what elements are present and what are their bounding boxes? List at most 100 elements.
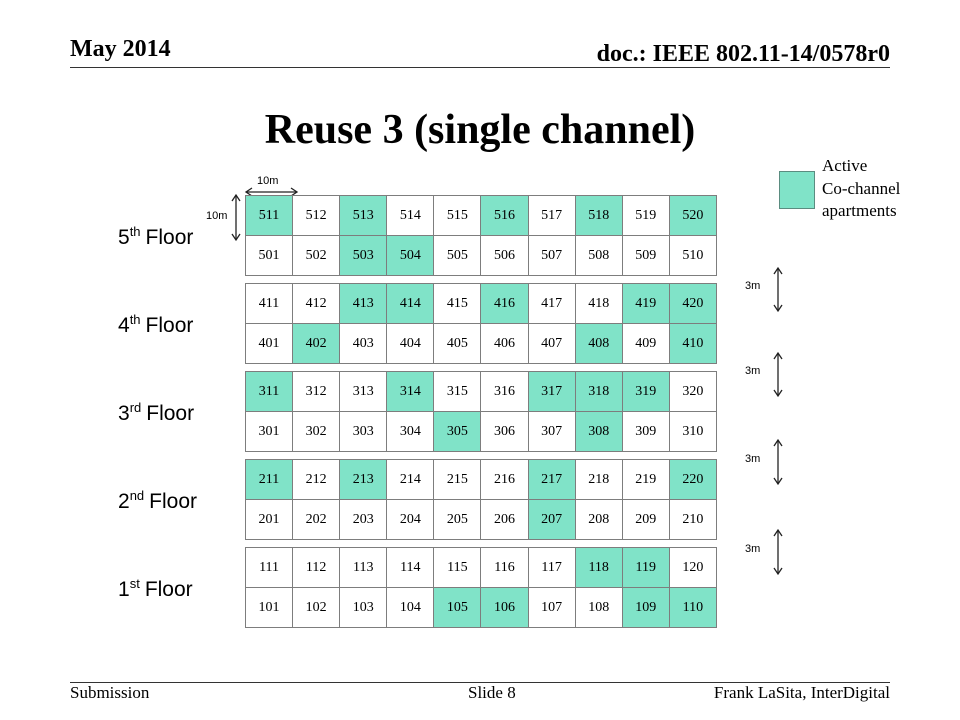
active-apartment-cell: 220 bbox=[668, 459, 718, 500]
apartment-cell: 206 bbox=[480, 499, 529, 540]
floor-label: 4th Floor bbox=[118, 312, 194, 341]
apartment-cell: 501 bbox=[244, 235, 294, 276]
apartment-cell: 405 bbox=[433, 323, 482, 364]
active-apartment-cell: 520 bbox=[668, 195, 718, 236]
apartment-cell: 201 bbox=[244, 499, 294, 540]
arrowhead bbox=[231, 193, 241, 202]
apartment-cell: 304 bbox=[386, 411, 435, 452]
floor-word: Floor bbox=[145, 314, 194, 337]
floor-number: 3 bbox=[118, 402, 130, 425]
floor-height-arrow-icon bbox=[773, 528, 783, 576]
apartment-cell: 214 bbox=[386, 459, 435, 500]
apartment-cell: 303 bbox=[339, 411, 388, 452]
apartment-cell: 107 bbox=[527, 587, 576, 628]
apartment-cell: 114 bbox=[386, 547, 435, 588]
apartment-cell: 407 bbox=[527, 323, 576, 364]
apartment-cell: 505 bbox=[433, 235, 482, 276]
active-apartment-cell: 217 bbox=[527, 459, 576, 500]
active-apartment-cell: 408 bbox=[574, 323, 623, 364]
apartment-cell: 108 bbox=[574, 587, 623, 628]
apartment-cell: 403 bbox=[339, 323, 388, 364]
active-apartment-cell: 414 bbox=[386, 283, 435, 324]
apartment-cell: 113 bbox=[339, 547, 388, 588]
active-apartment-cell: 513 bbox=[339, 195, 388, 236]
apartment-cell: 212 bbox=[292, 459, 341, 500]
floor-ordinal-suffix: rd bbox=[129, 400, 142, 415]
apartment-cell: 218 bbox=[574, 459, 623, 500]
apartment-cell: 103 bbox=[339, 587, 388, 628]
active-apartment-cell: 420 bbox=[668, 283, 718, 324]
active-apartment-cell: 106 bbox=[480, 587, 529, 628]
active-apartment-cell: 213 bbox=[339, 459, 388, 500]
active-apartment-cell: 311 bbox=[244, 371, 294, 412]
legend-line: apartments bbox=[822, 201, 897, 220]
apartment-cell: 401 bbox=[244, 323, 294, 364]
floor-height-label: 3m bbox=[745, 365, 761, 377]
apartment-cell: 406 bbox=[480, 323, 529, 364]
active-apartment-cell: 207 bbox=[527, 499, 576, 540]
apartment-cell: 519 bbox=[621, 195, 670, 236]
header-divider bbox=[70, 67, 890, 68]
apartment-cell: 102 bbox=[292, 587, 341, 628]
floor-ordinal-suffix: th bbox=[129, 312, 141, 327]
active-apartment-cell: 504 bbox=[386, 235, 435, 276]
floor-height-arrow-icon bbox=[773, 351, 783, 398]
arrowhead bbox=[773, 389, 783, 398]
floor-ordinal-suffix: nd bbox=[129, 488, 145, 503]
floor-ordinal-suffix: th bbox=[129, 224, 141, 239]
footer-author: Frank LaSita, InterDigital bbox=[713, 683, 890, 702]
active-apartment-cell: 109 bbox=[621, 587, 670, 628]
apartment-cell: 514 bbox=[386, 195, 435, 236]
active-apartment-cell: 119 bbox=[621, 547, 670, 588]
apartment-cell: 320 bbox=[668, 371, 718, 412]
apartment-cell: 104 bbox=[386, 587, 435, 628]
legend-line: Active bbox=[822, 156, 868, 175]
depth-arrow-icon bbox=[231, 193, 241, 242]
apartment-cell: 203 bbox=[339, 499, 388, 540]
apartment-width-label: 10m bbox=[257, 175, 279, 187]
header-document-id: doc.: IEEE 802.11-14/0578r0 bbox=[596, 41, 890, 67]
apartment-cell: 417 bbox=[527, 283, 576, 324]
floor-height-arrow-icon bbox=[773, 438, 783, 486]
active-apartment-cell: 105 bbox=[433, 587, 482, 628]
apartment-cell: 202 bbox=[292, 499, 341, 540]
apartment-cell: 506 bbox=[480, 235, 529, 276]
apartment-cell: 415 bbox=[433, 283, 482, 324]
apartment-cell: 216 bbox=[480, 459, 529, 500]
active-apartment-cell: 319 bbox=[621, 371, 670, 412]
floor-number: 2 bbox=[118, 490, 130, 513]
active-apartment-cell: 211 bbox=[244, 459, 294, 500]
floor-height-label: 3m bbox=[745, 453, 761, 465]
apartment-cell: 313 bbox=[339, 371, 388, 412]
floor-number: 4 bbox=[118, 314, 130, 337]
apartment-cell: 404 bbox=[386, 323, 435, 364]
apartment-cell: 215 bbox=[433, 459, 482, 500]
active-apartment-cell: 416 bbox=[480, 283, 529, 324]
legend-line: Co-channel bbox=[822, 178, 901, 198]
apartment-cell: 120 bbox=[668, 547, 718, 588]
apartment-cell: 502 bbox=[292, 235, 341, 276]
apartment-cell: 101 bbox=[244, 587, 294, 628]
active-apartment-cell: 318 bbox=[574, 371, 623, 412]
floor-number: 1 bbox=[118, 578, 130, 601]
legend-text: Active Co-channel apartments bbox=[822, 155, 900, 223]
apartment-cell: 301 bbox=[244, 411, 294, 452]
arrowhead bbox=[773, 304, 783, 313]
arrowhead bbox=[231, 233, 241, 242]
active-apartment-cell: 413 bbox=[339, 283, 388, 324]
